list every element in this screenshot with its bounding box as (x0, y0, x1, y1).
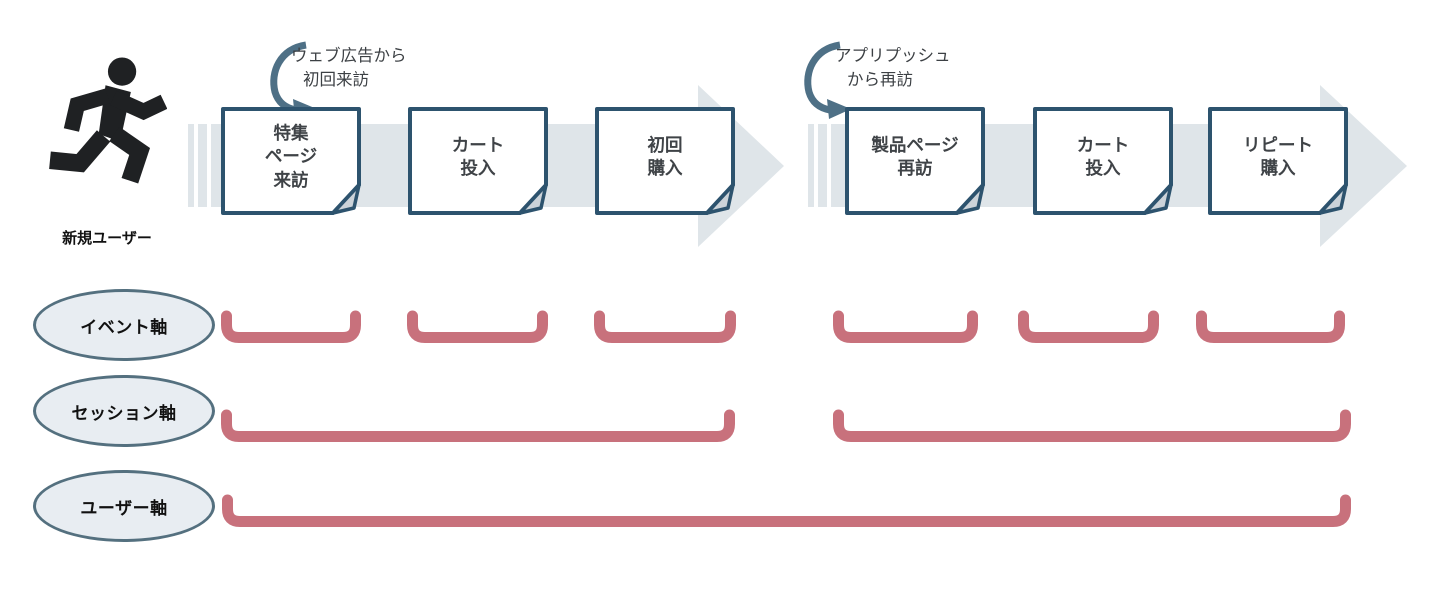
event-axis-bracket-3 (594, 310, 736, 343)
annotation-line1: アプリプッシュ (835, 47, 951, 65)
step-label: リピート 購入 (1243, 134, 1313, 178)
annotation-line1: ウェブ広告から (291, 47, 407, 65)
axis-label-text: イベント軸 (80, 317, 168, 337)
flow1-fade-bar-1 (188, 124, 194, 207)
annotation-first-visit: ウェブ広告から 初回来訪 (291, 44, 407, 92)
runner-icon (49, 57, 167, 184)
event-axis-bracket-1 (221, 310, 361, 343)
step-featured-page-visit: 特集 ページ 来訪 (221, 107, 361, 215)
step-product-page-revisit: 製品ページ 再訪 (845, 107, 985, 215)
annotation-line2: 初回来訪 (303, 71, 369, 89)
session-axis-bracket-1 (221, 409, 735, 442)
step-first-purchase: 初回 購入 (595, 107, 735, 215)
flow1-fade-bar-2 (198, 124, 207, 207)
axis-label-user: ユーザー軸 (33, 470, 215, 542)
axis-label-event: イベント軸 (33, 289, 215, 361)
curved-arrow-icon-2 (804, 41, 851, 119)
persona-label: 新規ユーザー (62, 230, 152, 247)
user-axis-bracket (222, 494, 1351, 527)
flow2-fade-bar-3 (831, 124, 845, 207)
step-label: カート 投入 (1076, 134, 1130, 178)
event-axis-bracket-6 (1196, 310, 1345, 343)
step-cart-add-1: カート 投入 (408, 107, 548, 215)
step-label: 特集 ページ 来訪 (264, 122, 318, 190)
step-label: 製品ページ 再訪 (871, 134, 959, 178)
note-shape-icon (1033, 107, 1173, 215)
flow2-fade-bar-1 (808, 124, 814, 207)
event-axis-bracket-2 (407, 310, 548, 343)
step-repeat-purchase: リピート 購入 (1208, 107, 1348, 215)
flow2-fade-bar-2 (818, 124, 827, 207)
note-shape-icon (595, 107, 735, 215)
axis-label-text: ユーザー軸 (80, 498, 168, 518)
step-label: カート 投入 (451, 134, 505, 178)
axis-label-text: セッション軸 (71, 403, 177, 423)
session-axis-bracket-2 (833, 409, 1351, 442)
step-cart-add-2: カート 投入 (1033, 107, 1173, 215)
note-shape-icon (845, 107, 985, 215)
event-axis-bracket-4 (833, 310, 978, 343)
note-shape-icon (1208, 107, 1348, 215)
annotation-line2: から再訪 (847, 71, 913, 89)
axis-label-session: セッション軸 (33, 375, 215, 447)
step-label: 初回 購入 (647, 134, 683, 178)
event-axis-bracket-5 (1018, 310, 1159, 343)
note-shape-icon (408, 107, 548, 215)
note-shape-icon (221, 107, 361, 215)
annotation-revisit: アプリプッシュ から再訪 (835, 44, 951, 92)
